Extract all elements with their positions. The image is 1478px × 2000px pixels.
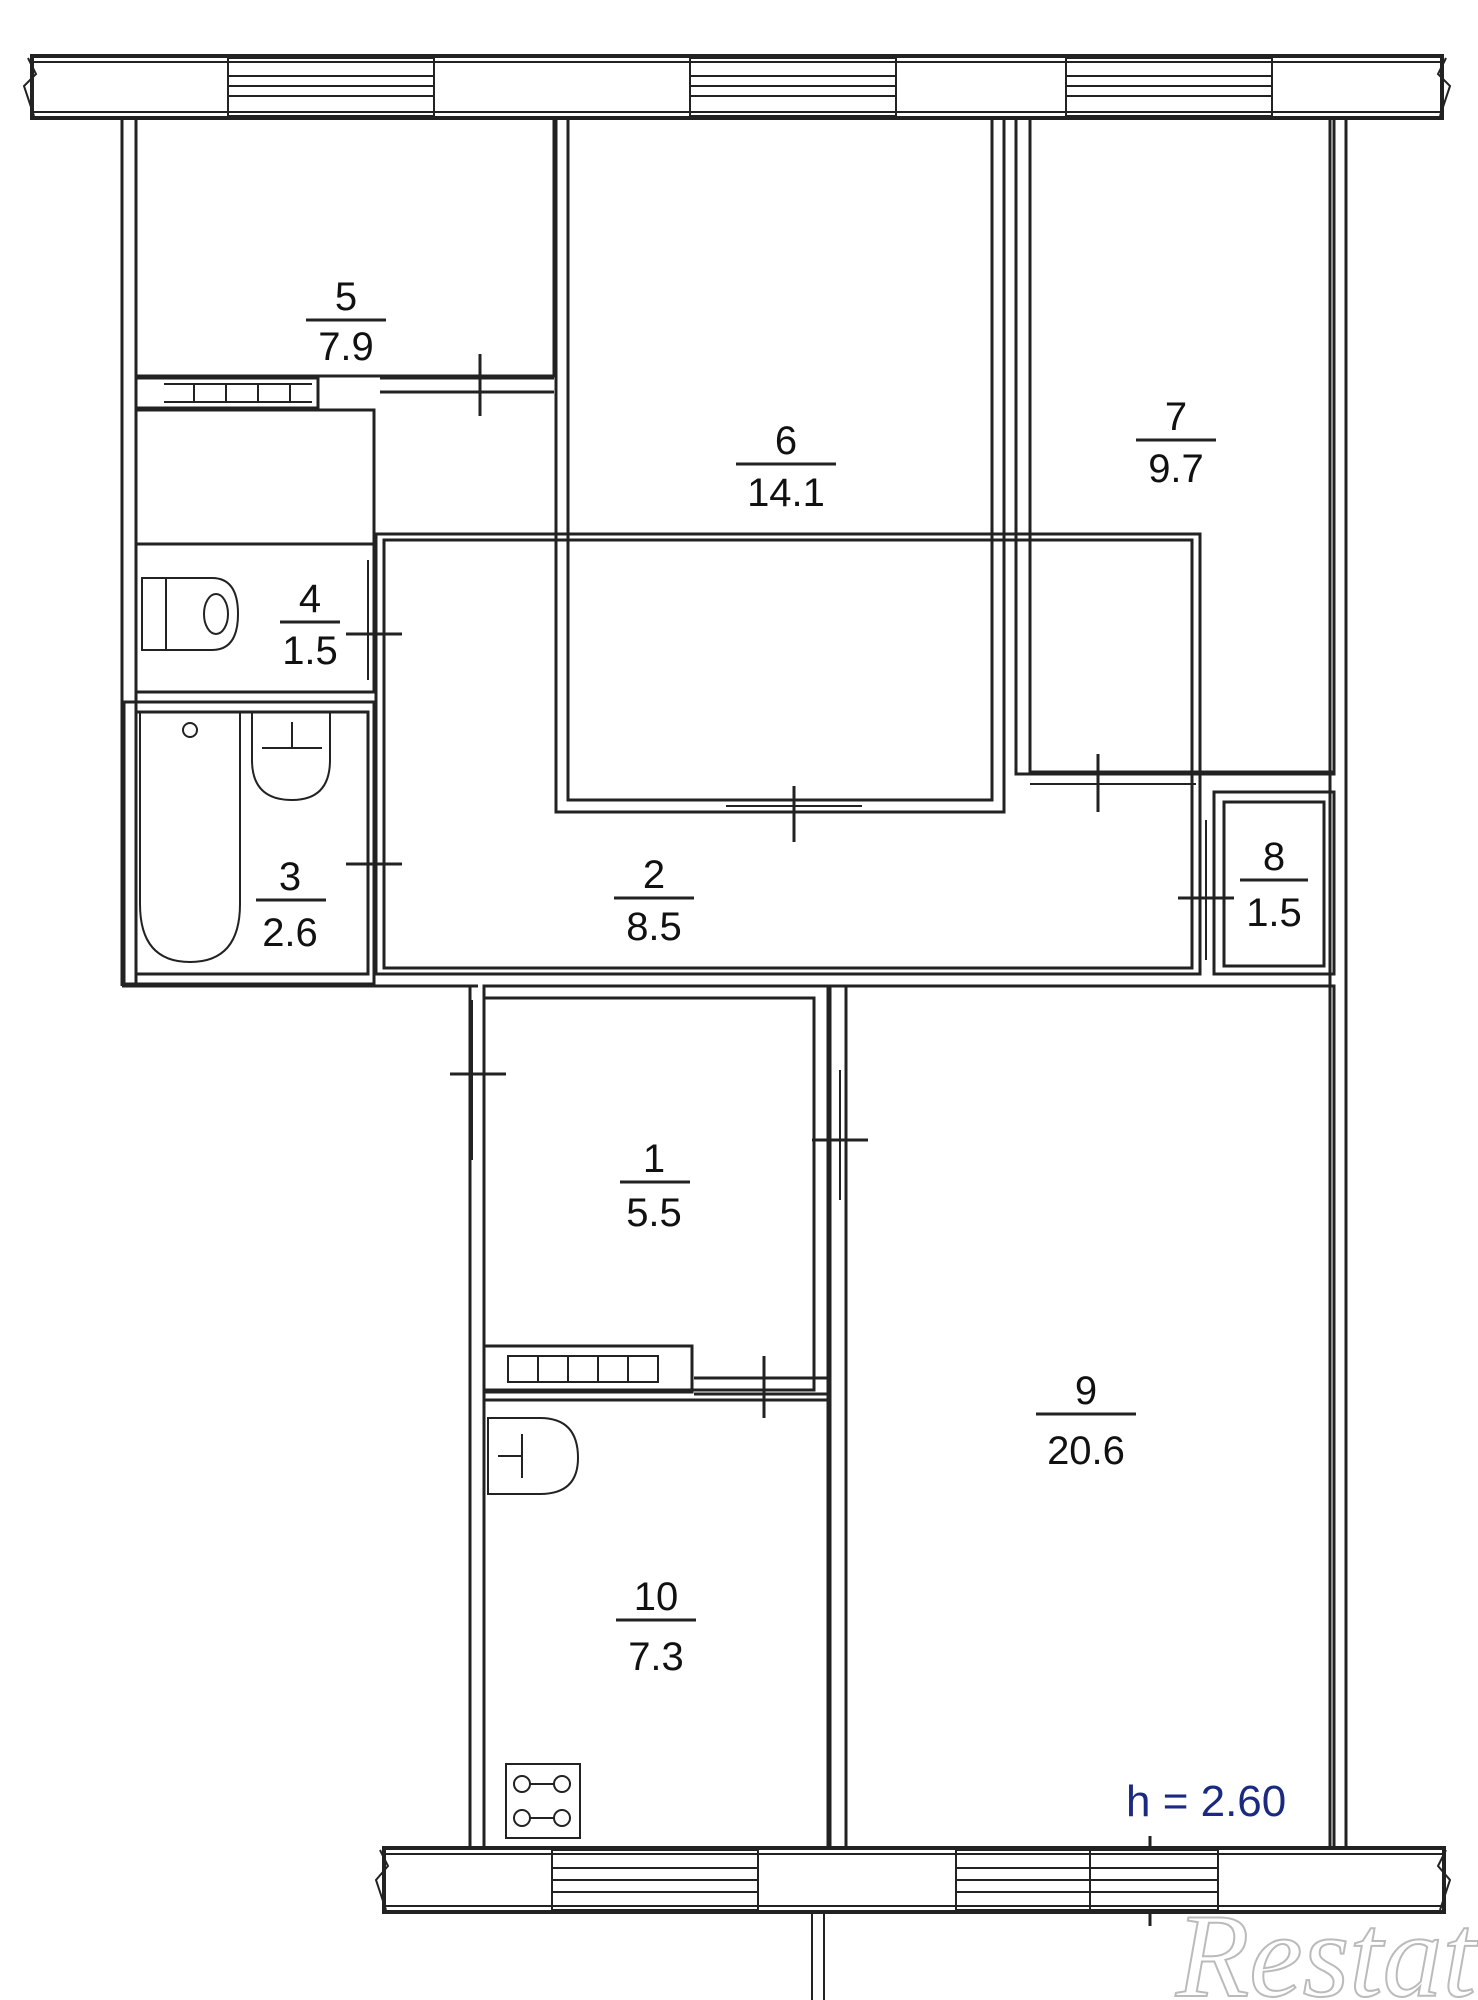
room-number: 3 xyxy=(279,855,301,899)
stove-fixture xyxy=(505,1763,581,1839)
door-room-8 xyxy=(1178,820,1234,960)
room-area: 8.5 xyxy=(626,905,682,949)
ceiling-height-label: h = 2.60 xyxy=(1126,1777,1286,1826)
room-label-7: 7 9.7 xyxy=(1136,395,1216,491)
vent-block-lower xyxy=(482,1344,694,1394)
door-room-4 xyxy=(346,560,402,680)
room-area: 1.5 xyxy=(1246,891,1302,935)
room-label-5: 5 7.9 xyxy=(306,275,386,369)
room-8 xyxy=(1178,790,1336,976)
room-area: 5.5 xyxy=(626,1191,682,1235)
room-4 xyxy=(134,408,376,694)
window-top-3 xyxy=(1065,57,1273,117)
sink-fixture-kitchen xyxy=(487,1417,580,1495)
door-room-10 xyxy=(694,1356,828,1418)
room-10 xyxy=(482,1398,830,1850)
room-number: 8 xyxy=(1263,835,1285,879)
toilet-fixture xyxy=(141,577,240,651)
window-top-2 xyxy=(689,57,897,117)
window-bottom-2 xyxy=(955,1849,1219,1911)
door-room-9 xyxy=(812,1070,868,1200)
bottom-facade-wall xyxy=(374,1846,1452,2000)
room-3 xyxy=(122,700,376,986)
room-5 xyxy=(134,116,556,378)
room-2 xyxy=(346,532,1202,976)
room-area: 14.1 xyxy=(747,471,825,515)
room-label-3: 3 2.6 xyxy=(256,855,326,955)
room-label-6: 6 14.1 xyxy=(736,419,836,515)
door-room-3 xyxy=(346,780,402,920)
window-bottom-1 xyxy=(551,1849,759,1911)
sink-fixture xyxy=(251,711,331,802)
room-6 xyxy=(554,116,1006,842)
room-number: 2 xyxy=(643,853,665,897)
room-label-8: 8 1.5 xyxy=(1240,835,1308,935)
door-room-5 xyxy=(380,354,554,416)
bathtub-fixture xyxy=(139,711,241,964)
door-room-6 xyxy=(726,786,862,842)
door-room-1 xyxy=(450,985,734,1160)
window-top-1 xyxy=(227,57,435,117)
room-area: 7.3 xyxy=(628,1635,684,1679)
room-7 xyxy=(1014,116,1336,812)
room-label-4: 4 1.5 xyxy=(280,577,340,673)
room-number: 1 xyxy=(643,1137,665,1181)
top-facade-wall xyxy=(22,54,1452,120)
room-area: 2.6 xyxy=(262,911,318,955)
room-number: 4 xyxy=(299,577,321,621)
room-number: 6 xyxy=(775,419,797,463)
room-area: 1.5 xyxy=(282,629,338,673)
room-number: 10 xyxy=(634,1575,679,1619)
room-area: 7.9 xyxy=(318,325,374,369)
room-label-10: 10 7.3 xyxy=(616,1575,696,1679)
room-label-9: 9 20.6 xyxy=(1036,1369,1136,1473)
room-number: 5 xyxy=(335,275,357,319)
room-label-2: 2 8.5 xyxy=(614,853,694,949)
room-number: 7 xyxy=(1165,395,1187,439)
room-number: 9 xyxy=(1075,1369,1097,1413)
watermark-logo: Restate xyxy=(1175,1889,1478,2000)
room-area: 9.7 xyxy=(1148,447,1204,491)
room-label-1: 1 5.5 xyxy=(620,1137,690,1235)
room-area: 20.6 xyxy=(1047,1429,1125,1473)
vent-block-upper xyxy=(134,376,320,410)
door-room-7 xyxy=(1030,754,1196,812)
